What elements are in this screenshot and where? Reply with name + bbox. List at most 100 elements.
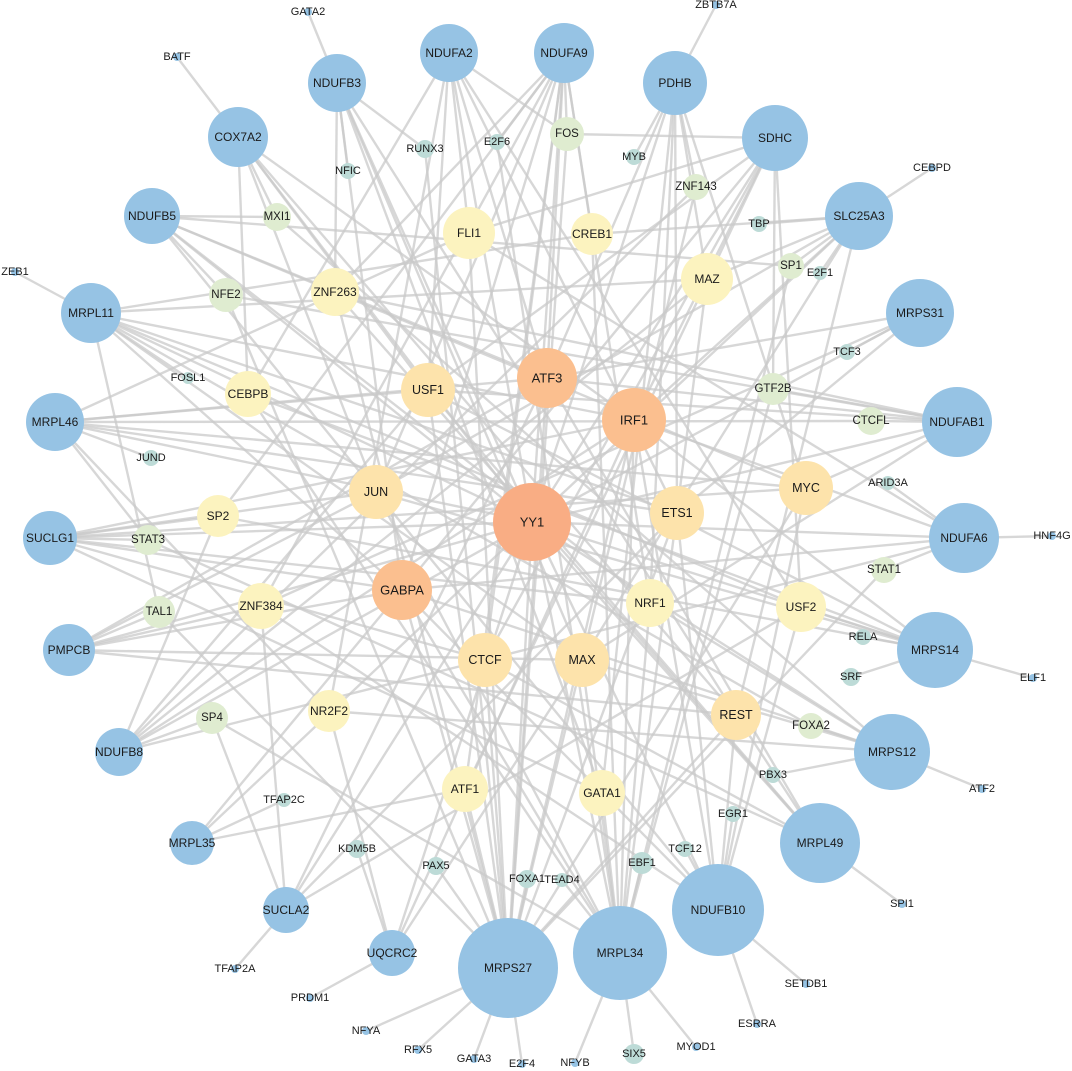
node-label-gtf2b: GTF2B xyxy=(754,383,791,395)
edge-znf263-ndufa9 xyxy=(334,52,565,293)
node-circle-jund xyxy=(143,450,159,466)
node-label-pdhb: PDHB xyxy=(658,76,691,90)
node-label-mrps27: MRPS27 xyxy=(484,961,532,975)
node-circle-kdm5b xyxy=(348,840,366,858)
node-circle-srf xyxy=(842,668,860,686)
node-circle-atf3 xyxy=(517,348,577,408)
node-circle-egr1 xyxy=(725,806,741,822)
node-sp2: SP2 xyxy=(197,495,239,537)
node-pdhb: PDHB xyxy=(643,51,707,115)
node-label-nrf1: NRF1 xyxy=(634,596,666,610)
edge-yy1-pmpcb xyxy=(68,520,533,652)
node-label-ets1: ETS1 xyxy=(661,506,692,520)
node-label-maz: MAZ xyxy=(694,272,719,286)
node-circle-myb xyxy=(626,149,642,165)
node-batf: BATF xyxy=(163,51,191,63)
node-label-gabpa: GABPA xyxy=(380,583,424,598)
edge-gata1-ndufb3 xyxy=(335,82,604,794)
node-circle-tbp xyxy=(751,216,767,232)
node-label-pmpcb: PMPCB xyxy=(48,643,91,657)
node-circle-stat3 xyxy=(133,525,163,555)
node-sdhc: SDHC xyxy=(742,105,808,171)
node-suclg1: SUCLG1 xyxy=(23,511,77,565)
node-circle-nfe2 xyxy=(209,278,243,312)
edge-atf3-ndufa2 xyxy=(447,52,549,379)
node-circle-ndufa6 xyxy=(929,503,999,573)
edge-cebpb-cox7a2 xyxy=(236,136,250,395)
node-circle-nfic xyxy=(340,163,356,179)
node-hnf4g: HNF4G xyxy=(1033,530,1070,542)
node-stat1: STAT1 xyxy=(867,557,901,583)
node-usf2: USF2 xyxy=(776,582,826,632)
node-label-egr1: EGR1 xyxy=(718,808,748,820)
node-fos: FOS xyxy=(550,117,584,151)
edge-jun-pmpcb xyxy=(68,490,377,652)
node-myb: MYB xyxy=(622,149,646,165)
node-ndufb8: NDUFB8 xyxy=(95,728,143,776)
node-tead4: TEAD4 xyxy=(544,873,580,887)
node-label-prdm1: PRDM1 xyxy=(291,992,330,1004)
node-myc: MYC xyxy=(779,461,833,515)
node-circle-ebf1 xyxy=(631,852,653,874)
node-label-irf1: IRF1 xyxy=(620,413,648,428)
node-atf3: ATF3 xyxy=(517,348,577,408)
node-circle-jun xyxy=(349,465,403,519)
node-circle-mrps12 xyxy=(854,714,930,790)
edge-gata1-suclg1 xyxy=(49,536,603,795)
node-mxi1: MXI1 xyxy=(263,203,291,231)
edge-znf384-mrps31 xyxy=(260,311,921,608)
node-label-usf1: USF1 xyxy=(412,383,444,397)
edge-fos-sdhc xyxy=(566,132,776,140)
node-tal1: TAL1 xyxy=(143,596,175,628)
node-label-mrps14: MRPS14 xyxy=(911,643,959,657)
node-ctcf: CTCF xyxy=(458,633,512,687)
edge-znf263-mrps27 xyxy=(333,291,510,969)
node-label-mrps31: MRPS31 xyxy=(896,306,944,320)
node-label-mrpl49: MRPL49 xyxy=(797,836,844,850)
node-label-uqcrc2: UQCRC2 xyxy=(367,946,418,960)
node-label-cox7a2: COX7A2 xyxy=(214,130,262,144)
node-circle-six5 xyxy=(624,1044,644,1064)
node-circle-mrps31 xyxy=(886,279,954,347)
node-circle-zeb1 xyxy=(11,268,19,276)
node-circle-znf143 xyxy=(683,174,709,200)
node-circle-creb1 xyxy=(571,213,613,255)
node-circle-mrps27 xyxy=(458,918,558,1018)
node-label-mrpl46: MRPL46 xyxy=(32,415,79,429)
edge-tal1-mrpl11 xyxy=(89,312,161,613)
node-circle-tead4 xyxy=(555,873,569,887)
node-ndufb3: NDUFB3 xyxy=(308,54,366,112)
node-label-ctcf: CTCF xyxy=(468,653,502,667)
node-circle-nr2f2 xyxy=(308,690,350,732)
node-circle-rest xyxy=(711,690,761,740)
node-circle-usf1 xyxy=(401,363,455,417)
edge-znf263-ndufb3 xyxy=(333,82,339,293)
node-zbtb7a: ZBTB7A xyxy=(695,0,737,11)
node-esrra: ESRRA xyxy=(738,1018,777,1030)
node-circle-atf1 xyxy=(442,766,488,812)
node-circle-nfya xyxy=(362,1027,370,1035)
node-circle-ndufa2 xyxy=(420,24,478,82)
node-circle-ndufab1 xyxy=(922,387,992,457)
node-nfe2: NFE2 xyxy=(209,278,243,312)
node-kdm5b: KDM5B xyxy=(338,840,376,858)
edge-usf2-ndufb10 xyxy=(716,606,803,911)
node-gata3: GATA3 xyxy=(457,1053,491,1065)
node-label-pax5: PAX5 xyxy=(422,860,449,872)
edge-atf3-ndufa9 xyxy=(545,52,566,379)
node-uqcrc2: UQCRC2 xyxy=(367,930,418,976)
node-tfap2a: TFAP2A xyxy=(215,963,257,975)
edge-maz-mrpl11 xyxy=(90,277,708,315)
node-label-sucla2: SUCLA2 xyxy=(263,903,310,917)
node-foxa2: FOXA2 xyxy=(792,713,830,739)
node-label-cebpb: CEBPB xyxy=(228,387,269,401)
node-rest: REST xyxy=(711,690,761,740)
node-circle-myod1 xyxy=(692,1043,700,1051)
node-irf1: IRF1 xyxy=(602,388,666,452)
edge-atf1-sdhc xyxy=(463,137,777,790)
node-mrps27: MRPS27 xyxy=(458,918,558,1018)
node-elf1: ELF1 xyxy=(1020,672,1046,684)
edge-jun-ndufb10 xyxy=(375,491,719,911)
node-label-rest: REST xyxy=(719,708,753,722)
node-atf2: ATF2 xyxy=(969,783,995,795)
